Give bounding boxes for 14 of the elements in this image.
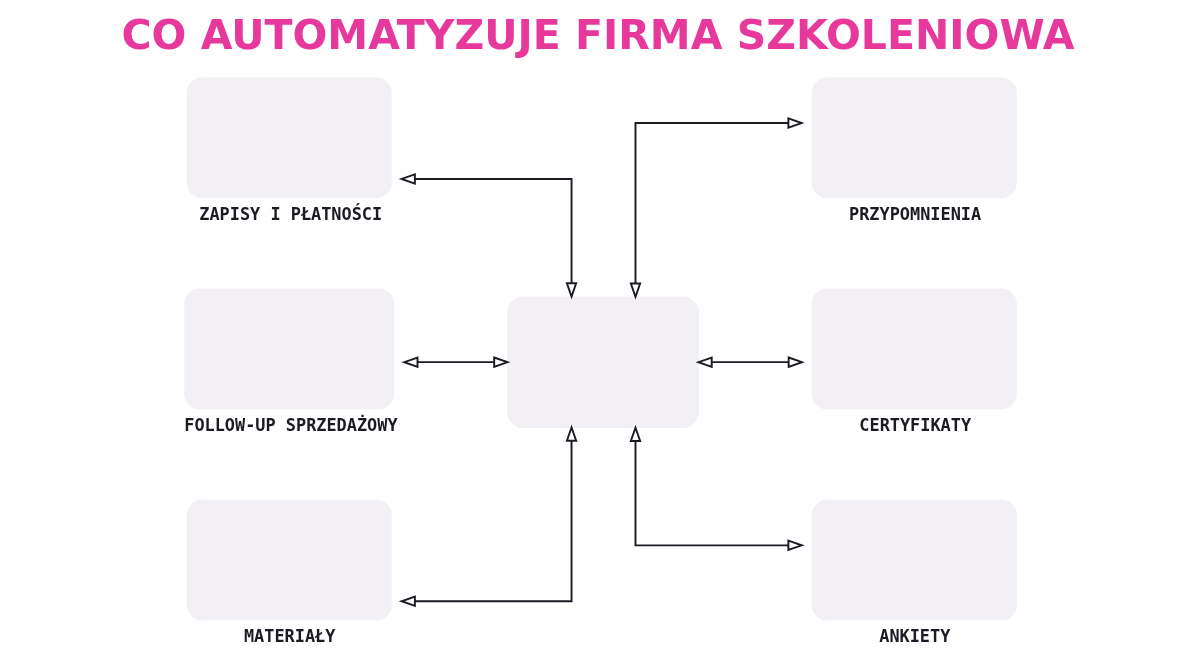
arrow (398, 172, 578, 300)
arrow (629, 424, 805, 552)
node-box (506, 296, 699, 428)
node-label: FOLLOW-UP SPRZEDAŻOWY (183, 415, 398, 436)
arrow (629, 117, 805, 300)
arrow (398, 424, 578, 608)
node-label: MATERIAŁY (243, 626, 335, 647)
node-label: ANKIETY (878, 626, 950, 647)
arrow (695, 356, 805, 369)
node-label: CERTYFIKATY (858, 415, 971, 436)
diagram-title: CO AUTOMATYZUJE FIRMA SZKOLENIOWA (120, 11, 1075, 60)
node-label: PRZYPOMNIENIA (848, 204, 981, 225)
node-label: ZAPISY I PŁATNOŚCI (198, 204, 382, 225)
arrow (400, 356, 510, 369)
